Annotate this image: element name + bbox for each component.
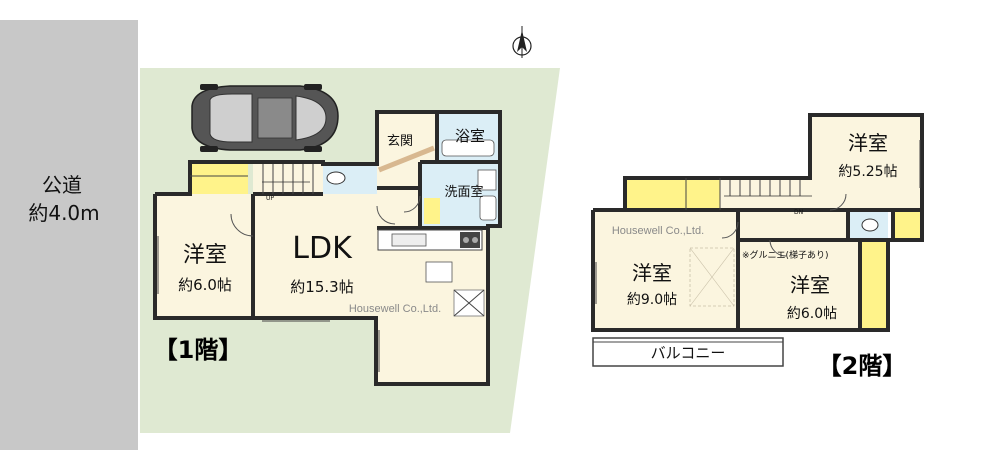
f1-washer [477, 169, 497, 191]
f2-room-c-size: 約6.0帖 [787, 306, 837, 322]
f2-stair [720, 178, 816, 210]
f2-floor-tag: 【2階】 [818, 352, 907, 380]
f2-balcony-name: バルコニー [651, 344, 726, 362]
f2-closet-c [860, 240, 888, 330]
f2-watermark: Housewell Co.,Ltd. [612, 225, 704, 237]
f2-room-a [810, 115, 922, 210]
f2-loft-hatch [689, 247, 735, 307]
f1-watermark: Housewell Co.,Ltd. [349, 303, 441, 315]
f1-ldk-size: 約15.3帖 [290, 278, 353, 296]
f1-western-name: 洋室 [183, 243, 227, 268]
f2-loft-note: ※グルニエ(梯子あり) [742, 249, 829, 261]
f2-stair-treads [724, 180, 812, 197]
f1-dining-table [425, 261, 453, 283]
f2-storage-top [625, 178, 720, 210]
f2-room-b-size: 約9.0帖 [627, 292, 677, 308]
f1-wash-name: 洗面室 [444, 184, 483, 200]
f1-door-western [230, 213, 254, 237]
f1-western-closet [190, 162, 248, 194]
north-arrow-icon [512, 26, 532, 58]
f1-hall [377, 188, 420, 228]
f2-stair-mark: DN [794, 209, 803, 216]
f2-room-a-name: 洋室 [848, 131, 888, 155]
f1-stove-icon [460, 232, 480, 248]
f1-floor-tag: 【1階】 [154, 336, 243, 364]
f1-western-room [155, 194, 253, 318]
road-name: 公道 [42, 173, 82, 197]
f2-hall [738, 210, 848, 240]
road-strip [0, 20, 138, 450]
f1-western-size: 約6.0帖 [178, 276, 232, 294]
f1-ldk-name: LDK [292, 231, 353, 266]
f2-room-b-name: 洋室 [632, 261, 672, 285]
f2-room-c [738, 240, 860, 330]
f1-washbasin [479, 195, 497, 221]
f1-sink-icon [391, 233, 427, 247]
f2-room-a-size: 約5.25帖 [838, 164, 897, 180]
f1-wash-storage [424, 198, 440, 224]
f1-stair-treads [262, 164, 314, 194]
f1-entrance-name: 玄関 [387, 134, 413, 149]
f2-door-c [769, 239, 787, 257]
f2-door-b [721, 221, 739, 239]
car-icon [191, 84, 339, 152]
f2-room-b [593, 210, 738, 330]
f2-room-c-name: 洋室 [790, 273, 830, 297]
f2-balcony-area [593, 338, 783, 366]
f2-balcony [592, 337, 784, 367]
f1-stair-mark: UP [266, 195, 274, 202]
f1-walls-outer [153, 110, 502, 386]
f1-toilet-fixture [326, 171, 346, 185]
f1-ldk-lower [376, 318, 488, 384]
f2-toilet-fixture [861, 218, 879, 232]
f1-stair [253, 162, 323, 194]
f1-bath-name: 浴室 [455, 127, 485, 145]
f2-walls-outer [591, 113, 924, 332]
f1-door-hall [376, 205, 396, 225]
f1-entrance-step [378, 145, 435, 173]
f2-door-a [829, 193, 847, 211]
f2-storage-right [893, 210, 922, 240]
f1-door-wash [403, 195, 421, 213]
road-width: 約4.0m [28, 201, 99, 225]
f1-bathtub [441, 139, 495, 157]
